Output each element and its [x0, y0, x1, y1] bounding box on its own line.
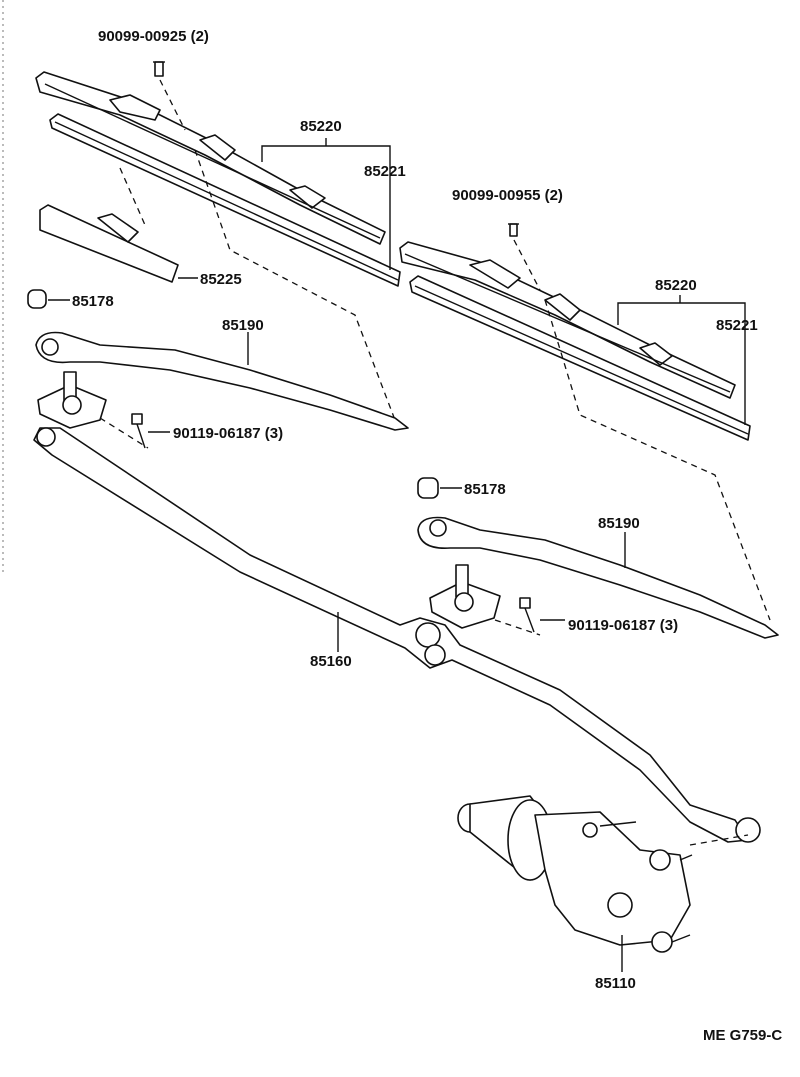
pivot-left: [37, 371, 107, 429]
left-blade-rubber: [49, 113, 401, 287]
wiper-link-rod: [33, 427, 761, 843]
cap-right-icon: [417, 477, 439, 499]
wiper-motor: [457, 795, 693, 953]
figure-code: ME G759-C: [703, 1027, 782, 1044]
label-motor: 85110: [595, 975, 636, 992]
left-wiper-arm: [35, 331, 409, 431]
leader-dashed-right: [513, 239, 771, 621]
label-spoiler: 85225: [200, 271, 242, 288]
left-wiper-blade: [35, 71, 386, 245]
label-arm-right: 85190: [598, 515, 640, 532]
bolt-left-leader: [99, 417, 149, 449]
screw-left-icon: [153, 61, 165, 77]
bolt-right-leader: [494, 619, 541, 636]
pivot-right: [429, 564, 501, 629]
label-cap-left: 85178: [72, 293, 114, 310]
label-cap-right: 85178: [464, 481, 506, 498]
spoiler-part: [39, 204, 179, 283]
label-link: 85160: [310, 653, 352, 670]
label-blade-assy-right: 85220: [655, 277, 697, 294]
label-screw-left: 90099-00925 (2): [98, 28, 209, 45]
bolt-left-icon: [131, 413, 146, 449]
label-screw-right: 90099-00955 (2): [452, 187, 563, 204]
label-blade-assy-left: 85220: [300, 118, 342, 135]
cap-left-icon: [27, 289, 47, 309]
right-blade-rubber: [409, 275, 751, 441]
label-blade-rubber-left: 85221: [364, 163, 406, 180]
label-blade-rubber-right: 85221: [716, 317, 758, 334]
bolt-right-icon: [519, 597, 535, 633]
label-bolt-right: 90119-06187 (3): [568, 617, 678, 634]
bracket-85220-right: [617, 302, 746, 425]
right-wiper-arm: [417, 516, 779, 639]
label-arm-left: 85190: [222, 317, 264, 334]
label-bolt-left: 90119-06187 (3): [173, 425, 283, 442]
right-wiper-blade: [399, 241, 736, 399]
link-to-motor-leader: [689, 834, 749, 846]
leader-dashed-left: [119, 79, 396, 421]
screw-right-icon: [508, 223, 519, 237]
